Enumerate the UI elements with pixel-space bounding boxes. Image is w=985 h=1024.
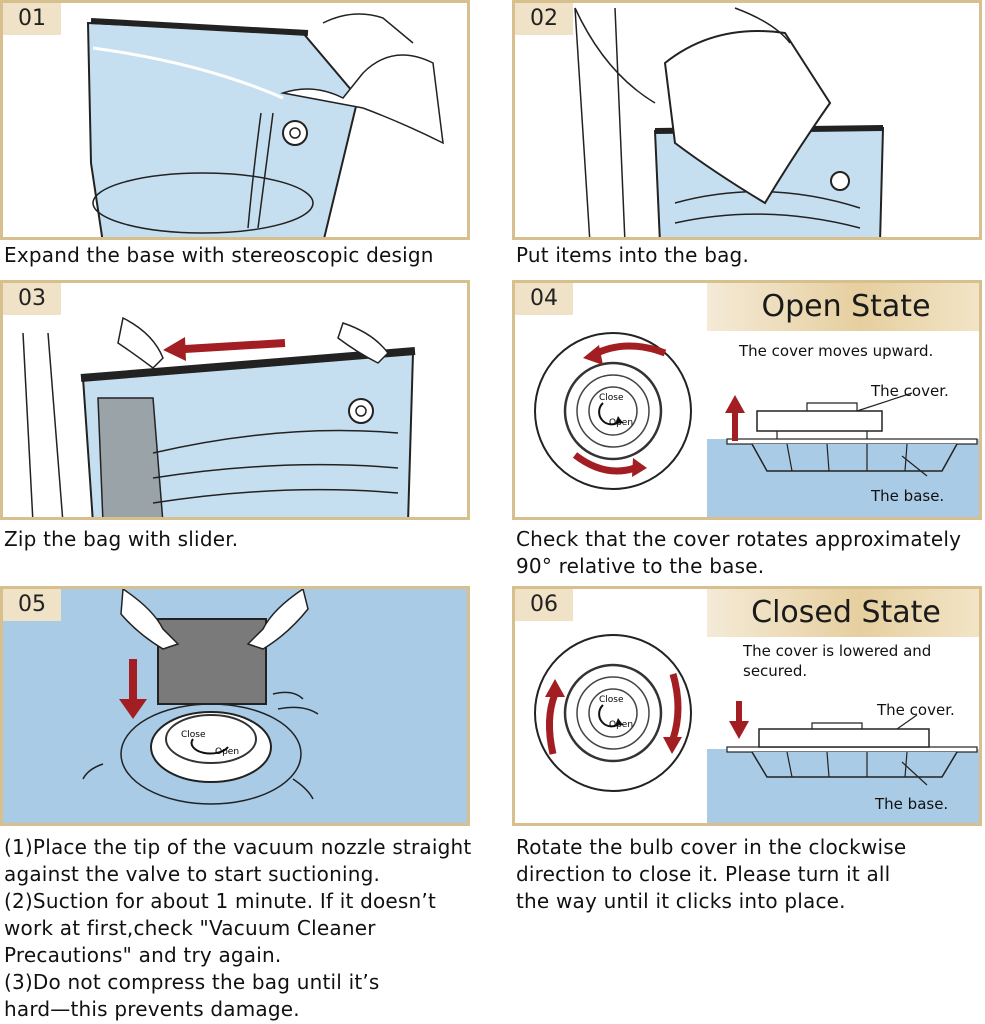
step-01-caption: Expand the base with stereoscopic design — [4, 243, 434, 267]
step-06-panel: Close Open 06 Closed State The cover is … — [512, 586, 982, 826]
step-06-caption: Rotate the bulb cover in the clockwise d… — [516, 834, 906, 915]
closed-state-title: Closed State — [707, 589, 979, 637]
caption-line: Precautions" and try again. — [4, 943, 282, 967]
close-label: Close — [599, 393, 624, 403]
step-number: 06 — [515, 589, 573, 621]
step-03-caption: Zip the bag with slider. — [4, 527, 239, 551]
closed-state-diagram — [707, 701, 979, 823]
closed-state-box: Closed State The cover is lowered and se… — [707, 589, 979, 823]
caption-line: the way until it clicks into place. — [516, 889, 846, 913]
caption-line: work at first,check "Vacuum Cleaner — [4, 916, 376, 940]
step-03-panel: 03 — [0, 280, 470, 520]
step-01-illustration — [86, 13, 444, 237]
open-label: Open — [215, 747, 239, 757]
step-02-caption: Put items into the bag. — [516, 243, 749, 267]
close-label: Close — [181, 730, 206, 740]
open-state-note: The cover moves upward. — [739, 342, 934, 360]
step-number: 01 — [3, 3, 61, 35]
open-label: Open — [609, 720, 633, 730]
step-03-illustration — [22, 316, 416, 517]
step-number: 03 — [3, 283, 61, 315]
step-number: 05 — [3, 589, 61, 621]
step-number: 02 — [515, 3, 573, 35]
step-04-caption: Check that the cover rotates approximate… — [516, 526, 961, 580]
step-05-illustration: Close Open — [82, 589, 319, 805]
open-state-box: Open State The cover moves upward. The c… — [707, 283, 979, 517]
caption-line: (1)Place the tip of the vacuum nozzle st… — [4, 835, 472, 859]
caption-line: (3)Do not compress the bag until it’s — [4, 970, 380, 994]
step-01-panel: 01 — [0, 0, 470, 240]
closed-state-note: The cover is lowered and secured. — [743, 642, 932, 680]
caption-line: Check that the cover rotates approximate… — [516, 527, 962, 551]
step-04-panel: Close Open 04 Open State The cover moves… — [512, 280, 982, 520]
close-label: Close — [599, 695, 624, 705]
step-number: 04 — [515, 283, 573, 315]
step-02-illustration — [574, 7, 885, 237]
step-05-caption: (1)Place the tip of the vacuum nozzle st… — [4, 834, 471, 1023]
cover-label: The cover. — [871, 382, 949, 400]
caption-line: 90° relative to the base. — [516, 554, 765, 578]
caption-line: (2)Suction for about 1 minute. If it doe… — [4, 889, 437, 913]
caption-line: Rotate the bulb cover in the clockwise — [516, 835, 907, 859]
caption-line: direction to close it. Please turn it al… — [516, 862, 891, 886]
base-label: The base. — [875, 795, 949, 813]
step-05-panel: Close Open 05 — [0, 586, 470, 826]
step-02-panel: 02 — [512, 0, 982, 240]
open-label: Open — [609, 418, 633, 428]
step-04-valve-diagram: Close Open — [534, 332, 692, 490]
step-06-valve-diagram: Close Open — [534, 634, 692, 792]
cover-label: The cover. — [877, 701, 955, 719]
caption-line: hard—this prevents damage. — [4, 997, 300, 1021]
open-state-diagram — [707, 392, 979, 517]
open-state-title: Open State — [707, 283, 979, 331]
base-label: The base. — [871, 487, 945, 505]
caption-line: against the valve to start suctioning. — [4, 862, 381, 886]
